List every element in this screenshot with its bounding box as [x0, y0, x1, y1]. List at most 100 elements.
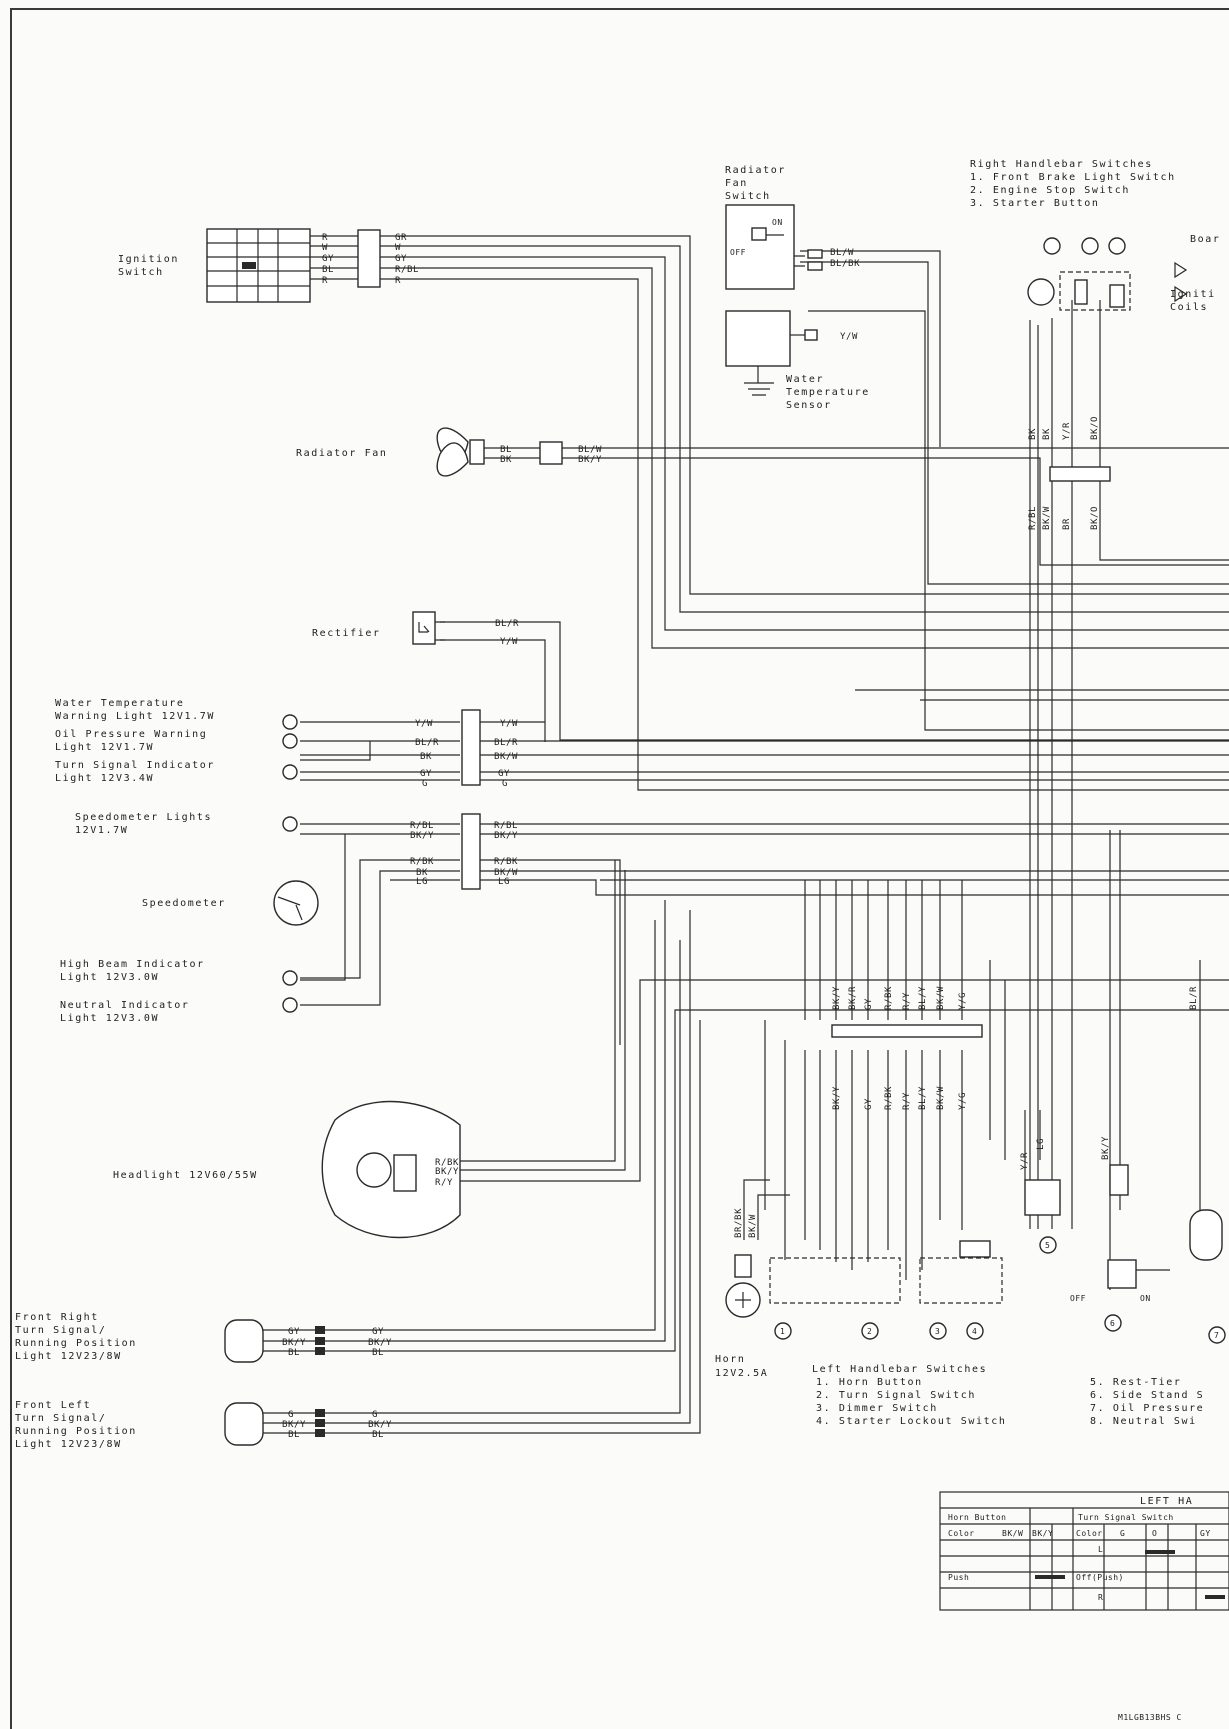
radiator-fan	[436, 427, 563, 477]
high-beam-2: Light 12V3.0W	[60, 972, 159, 983]
high-beam-1: High Beam Indicator	[60, 959, 205, 970]
right-handlebar-title: Right Handlebar Switches	[970, 159, 1153, 170]
wire-fl-1: G	[288, 1410, 294, 1420]
wire-rh-b2: BK/W	[1042, 506, 1052, 530]
num-3: 3	[935, 1327, 940, 1336]
wire-fan-r1: BL/W	[578, 445, 602, 455]
wire-fr-3: BL	[288, 1348, 300, 1358]
footer-code: M1LGB13BHS C	[1118, 1713, 1182, 1722]
left-handlebar-switches	[725, 1024, 1223, 1318]
wire-hb-l2: BK	[416, 868, 428, 878]
right-handlebar-switches	[1027, 237, 1188, 482]
wire-fr-1: GY	[288, 1327, 300, 1337]
radiator-fan-switch	[725, 204, 823, 290]
left-harness-labels: BK/Y BK/R GY R/BK R/Y BL/Y BK/W Y/G BK/Y…	[734, 986, 1199, 1238]
neutral-2: Light 12V3.0W	[60, 1013, 159, 1024]
wire-ns-2: LG	[1036, 1138, 1046, 1150]
table-color-5: G	[1120, 1529, 1125, 1538]
wire-rh-b3: BR	[1062, 518, 1072, 530]
wire-horn-2: BK/W	[748, 1214, 758, 1238]
left-handlebar-title: Left Handlebar Switches	[812, 1364, 987, 1375]
wire-ind-l3: BK	[420, 752, 432, 762]
front-right-2: Turn Signal/	[15, 1325, 106, 1336]
wire-fl-r3: BL	[372, 1430, 384, 1440]
wire-rh-t2: BK	[1042, 428, 1052, 440]
wire-lh-t5: R/Y	[902, 992, 912, 1010]
front-left-3: Running Position	[15, 1426, 137, 1437]
left-handlebar-item-5: 5. Rest-Tier	[1090, 1377, 1181, 1388]
oil-pressure-light-2: Light 12V1.7W	[55, 742, 154, 753]
headlight-label: Headlight 12V60/55W	[113, 1170, 258, 1181]
wire-ign-5: R	[322, 276, 328, 286]
oil-pressure-light-1: Oil Pressure Warning	[55, 729, 207, 740]
wire-ign-r1: GR	[395, 233, 407, 243]
sheet-border	[10, 8, 1229, 1729]
wire-hl-1: R/BK	[435, 1158, 459, 1168]
wire-hb-l3: LG	[416, 877, 428, 887]
ignition-switch	[206, 228, 381, 303]
wire-rh-t3: Y/R	[1062, 422, 1072, 440]
front-left-4: Light 12V23/8W	[15, 1439, 122, 1450]
num-4: 4	[972, 1327, 977, 1336]
wire-fl-r2: BK/Y	[368, 1420, 392, 1430]
wire-lh-t2: BK/R	[848, 986, 858, 1010]
table-color-3: BK/Y	[1032, 1529, 1053, 1538]
wire-ind-l5: G	[422, 779, 428, 789]
wire-fr-r1: GY	[372, 1327, 384, 1337]
wire-fan-2: BK	[500, 455, 512, 465]
ignition-coils-1: Igniti	[1170, 289, 1216, 300]
text-layer: Ignition Switch Radiator Fan Switch ON O…	[15, 159, 1220, 1722]
wire-spd-r1: R/BL	[494, 821, 518, 831]
table-row-l: L	[1098, 1545, 1103, 1554]
left-handlebar-item-8: 8. Neutral Swi	[1090, 1416, 1197, 1427]
left-handlebar-item-2: 2. Turn Signal Switch	[816, 1390, 976, 1401]
wire-fan-1: BL	[500, 445, 512, 455]
wire-lh-b4: R/Y	[902, 1092, 912, 1110]
temp-sensor-label-2: Temperature	[786, 387, 870, 398]
wire-ind-l1: Y/W	[415, 719, 433, 729]
table-row-r: R	[1098, 1593, 1103, 1602]
fan-switch-off: OFF	[730, 248, 746, 257]
wire-lh-b1: BK/Y	[832, 1086, 842, 1110]
wire-rh-t1: BK	[1028, 428, 1038, 440]
table-color-1: Color	[948, 1529, 975, 1538]
right-harness-labels: BK BK Y/R BK/O R/BL BK/W BR BK/O	[1028, 416, 1100, 530]
num-1: 1	[780, 1327, 785, 1336]
fan-switch-label-1: Radiator	[725, 165, 786, 176]
right-handlebar-item-1: 1. Front Brake Light Switch	[970, 172, 1176, 183]
left-handlebar-item-1: 1. Horn Button	[816, 1377, 923, 1388]
table-color-6: O	[1152, 1529, 1157, 1538]
wire-rect-1: BL/R	[495, 619, 519, 629]
wire-ind-r3: BK/W	[494, 752, 518, 762]
num-2: 2	[867, 1327, 872, 1336]
water-temp-light-2: Warning Light 12V1.7W	[55, 711, 215, 722]
ignition-switch-label-2: Switch	[118, 267, 164, 278]
radiator-fan-label: Radiator Fan	[296, 448, 387, 459]
wire-ign-r4: R/BL	[395, 265, 419, 275]
wire-rh-b1: R/BL	[1028, 506, 1038, 530]
wire-lh-b5: BL/Y	[918, 1086, 928, 1110]
left-handlebar-item-4: 4. Starter Lockout Switch	[816, 1416, 1007, 1427]
board-label: Boar	[1190, 234, 1220, 245]
wire-hb-l1: R/BK	[410, 857, 434, 867]
num-5: 5	[1045, 1241, 1050, 1250]
wire-ind-l2: BL/R	[415, 738, 439, 748]
wire-ign-1: R	[322, 233, 328, 243]
wire-lh-t6: BL/Y	[918, 986, 928, 1010]
left-handlebar-item-7: 7. Oil Pressure	[1090, 1403, 1204, 1414]
wire-lh-t3: GY	[864, 998, 874, 1010]
wire-ind-r5: G	[502, 779, 508, 789]
wire-lh-t4: R/BK	[884, 986, 894, 1010]
wire-ind-r2: BL/R	[494, 738, 518, 748]
horn-label-1: Horn	[715, 1354, 745, 1365]
turn-signal-indicator-1: Turn Signal Indicator	[55, 760, 215, 771]
table-color-2: BK/W	[1002, 1529, 1023, 1538]
wire-hl-3: R/Y	[435, 1178, 453, 1188]
num-7: 7	[1214, 1331, 1219, 1340]
indicator-lamps	[282, 709, 481, 1013]
wire-spd-r2: BK/Y	[494, 831, 518, 841]
wire-lh-t8: Y/G	[958, 992, 968, 1010]
wire-hb-r2: BK/W	[494, 868, 518, 878]
